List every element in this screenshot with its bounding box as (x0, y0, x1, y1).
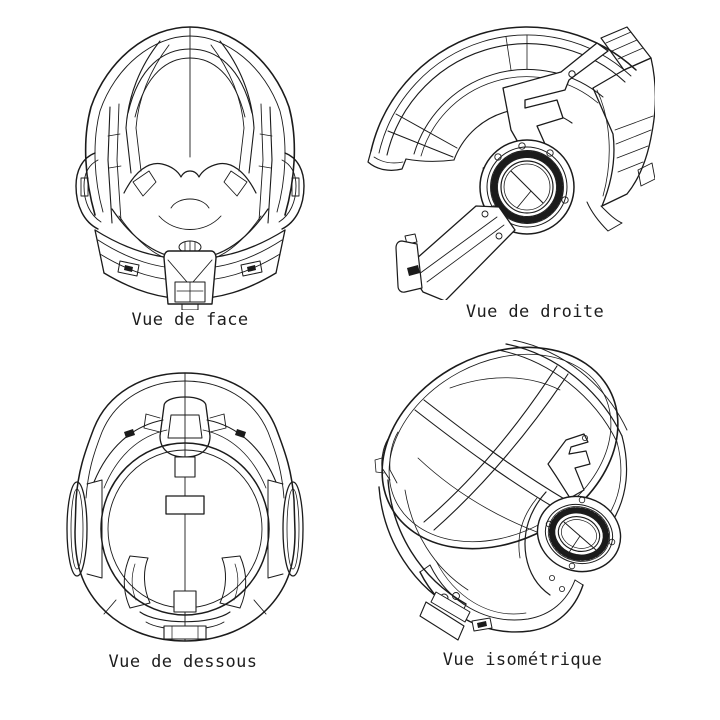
bottom-left-bracket (123, 555, 151, 609)
iso-far-ear-nub (381, 435, 391, 481)
right-plate-screw (568, 70, 576, 78)
front-right-eye-notch (223, 170, 248, 197)
front-left-band (125, 40, 161, 174)
front-view-drawing (75, 26, 305, 310)
iso-cross-band-a (423, 399, 567, 501)
front-nose-bridge (170, 198, 210, 209)
front-right-ear-cup (281, 152, 305, 230)
bottom-right-ear-cup (282, 481, 304, 577)
right-visor-tip (367, 150, 407, 171)
right-view-drawing (367, 26, 655, 300)
bottom-right-bracket (219, 555, 247, 609)
front-left-rail (107, 106, 113, 224)
isometric-view-label: Vue isométrique (442, 650, 603, 670)
right-rear-fin (600, 26, 652, 71)
bottom-view-drawing (66, 372, 304, 642)
bottom-chin-plate (163, 625, 207, 640)
bottom-view-label: Vue de dessous (108, 652, 258, 672)
front-left-ear-cup (75, 152, 99, 230)
front-view-label: Vue de face (131, 310, 249, 330)
bottom-right-head-band (206, 419, 277, 483)
iso-gear-ring (548, 507, 610, 561)
iso-crest-band (505, 343, 623, 437)
front-visor-brow (123, 162, 257, 194)
bottom-fitting-middle (165, 495, 205, 515)
right-rear-plates (592, 57, 655, 207)
bottom-neck-piece (159, 396, 211, 458)
right-jaw-end-cap (395, 240, 423, 293)
front-right-buckle (240, 260, 263, 277)
bottom-left-ear-cup (66, 481, 88, 577)
right-jaw-bar (406, 205, 516, 300)
front-right-rail (267, 106, 273, 224)
iso-cross-band-b (423, 365, 558, 523)
right-ear-screw (518, 142, 526, 150)
bottom-fitting-top (174, 456, 196, 478)
iso-latch-bar (419, 601, 465, 641)
right-crest-fan (370, 26, 637, 152)
right-view-label: Vue de droite (465, 302, 605, 322)
front-right-band (219, 40, 255, 174)
right-gear-ring (490, 150, 564, 224)
bottom-opening-oval (100, 442, 270, 616)
bottom-fitting-lower (173, 590, 197, 613)
front-left-buckle (117, 260, 140, 277)
isometric-view-drawing (374, 340, 628, 641)
iso-side-plate (547, 433, 591, 499)
bottom-left-head-band (93, 419, 164, 483)
front-left-eye-notch (132, 170, 157, 197)
